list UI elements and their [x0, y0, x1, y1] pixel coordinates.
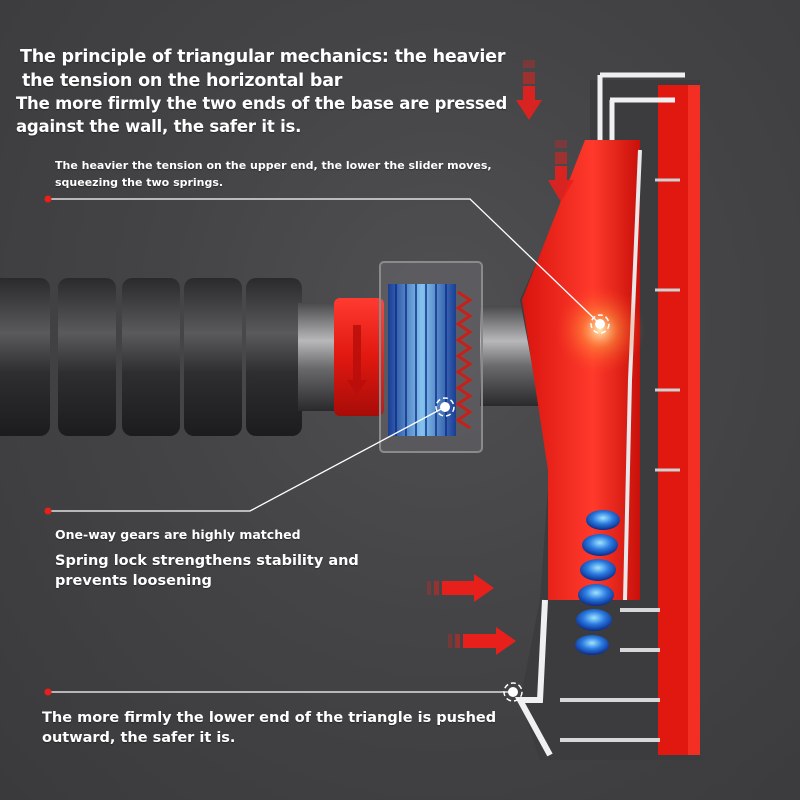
headline-line-2: the tension on the horizontal bar	[22, 71, 343, 91]
subheadline-line-1: The more firmly the two ends of the base…	[16, 94, 508, 113]
lower-spring	[575, 510, 620, 655]
subheadline-line-2: against the wall, the safer it is.	[16, 117, 302, 136]
callout-slider-line-1: The heavier the tension on the upper end…	[55, 159, 492, 172]
subheadline: The more firmly the two ends of the base…	[16, 92, 507, 138]
coil-spring	[388, 284, 473, 436]
arrow-right-icon	[427, 574, 494, 602]
callout-lower-end-line-2: outward, the safer it is.	[42, 730, 236, 746]
callout-gears: One-way gears are highly matched	[55, 527, 301, 542]
arrow-down-icon	[516, 60, 542, 120]
callout-dot-icon	[44, 195, 52, 696]
arrow-right-icon	[448, 627, 516, 655]
callout-spring-lock-line-1: Spring lock strengthens stability and	[55, 553, 359, 569]
callout-lower-end: The more firmly the lower end of the tri…	[42, 708, 496, 748]
callout-slider: The heavier the tension on the upper end…	[55, 157, 492, 191]
callout-lines	[48, 198, 601, 693]
triangle-base	[514, 72, 700, 760]
foam-grip	[0, 278, 302, 436]
callout-spring-lock: Spring lock strengthens stability and pr…	[55, 551, 359, 591]
headline: The principle of triangular mechanics: t…	[20, 45, 505, 93]
callout-lower-end-line-1: The more firmly the lower end of the tri…	[42, 710, 497, 726]
callout-slider-line-2: squeezing the two springs.	[55, 176, 224, 189]
headline-line-1: The principle of triangular mechanics: t…	[20, 47, 506, 67]
target-marker-icon	[435, 397, 455, 417]
target-marker-icon	[590, 314, 610, 334]
arrow-down-icon	[548, 140, 574, 202]
metal-bar	[298, 303, 338, 411]
callout-spring-lock-line-2: prevents loosening	[55, 573, 212, 589]
target-marker-icon	[503, 682, 523, 702]
